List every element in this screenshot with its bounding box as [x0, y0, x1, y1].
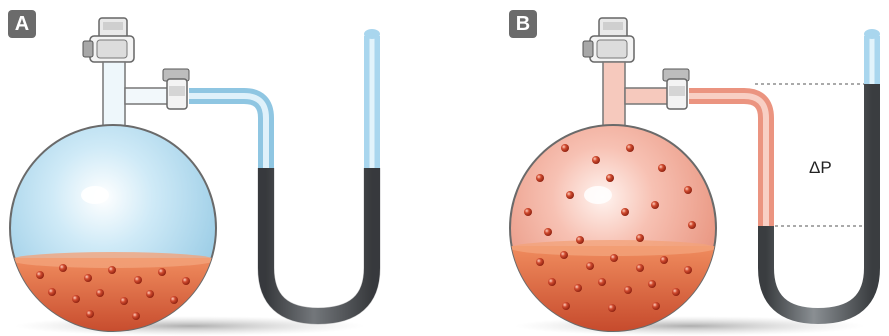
stopcock-top [83, 18, 134, 62]
panel-b-label: B [509, 10, 537, 38]
flask-neck [603, 62, 625, 128]
panel-a-label: A [8, 10, 36, 38]
stopcock-top [583, 18, 634, 62]
manometer-mercury [766, 84, 872, 316]
manometer-tube-gas [189, 96, 266, 168]
panel-a [0, 18, 380, 336]
stopcock-side [663, 69, 689, 109]
flask-neck [103, 62, 125, 128]
stopcock-side [163, 69, 189, 109]
pressure-difference-label: ΔP [809, 158, 832, 178]
manometer-mercury [266, 168, 372, 316]
